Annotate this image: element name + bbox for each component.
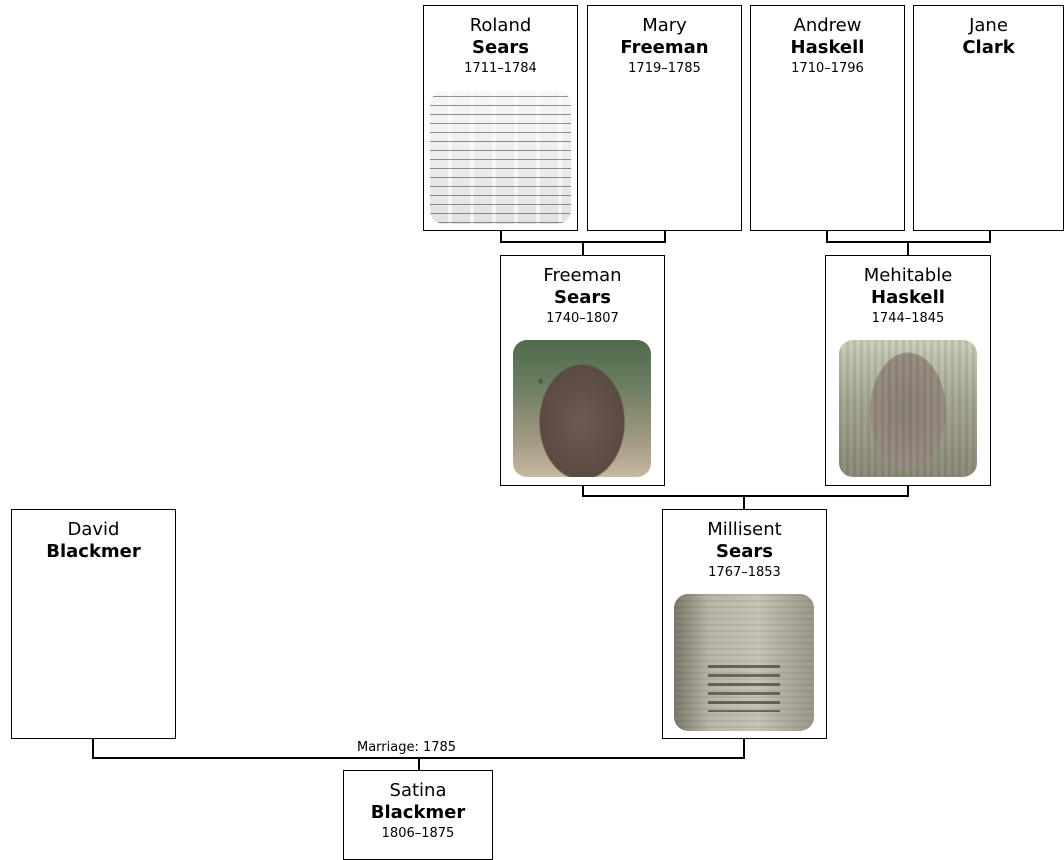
given-name: Jane xyxy=(969,15,1008,36)
person-card-jane-clark[interactable]: Jane Clark xyxy=(913,5,1064,231)
connector-line xyxy=(743,738,745,759)
person-card-roland-sears[interactable]: Roland Sears 1711–1784 xyxy=(423,5,578,231)
person-card-andrew-haskell[interactable]: Andrew Haskell 1710–1796 xyxy=(750,5,905,231)
life-dates: 1744–1845 xyxy=(871,311,945,326)
given-name: Mary xyxy=(642,15,687,36)
life-dates: 1711–1784 xyxy=(464,61,537,76)
surname: Sears xyxy=(554,287,611,308)
surname: Freeman xyxy=(620,37,709,58)
person-card-mehitable-haskell[interactable]: Mehitable Haskell 1744–1845 xyxy=(825,255,991,486)
surname: Blackmer xyxy=(370,802,466,823)
gravestone-photo[interactable] xyxy=(839,340,977,477)
given-name: Andrew xyxy=(793,15,862,36)
given-name: Freeman xyxy=(543,265,622,286)
surname: Sears xyxy=(716,541,773,562)
given-name: Millisent xyxy=(707,519,782,540)
gravestone-photo[interactable] xyxy=(513,340,651,477)
surname: Blackmer xyxy=(46,541,141,562)
connector-line xyxy=(582,495,909,497)
connector-line xyxy=(664,230,666,243)
given-name: Roland xyxy=(469,15,532,36)
person-card-satina-blackmer[interactable]: Satina Blackmer 1806–1875 xyxy=(343,770,493,860)
connector-line xyxy=(582,241,584,255)
person-card-mary-freeman[interactable]: Mary Freeman 1719–1785 xyxy=(587,5,742,231)
connector-line xyxy=(826,230,828,243)
life-dates: 1719–1785 xyxy=(628,61,701,76)
marriage-label: Marriage: 1785 xyxy=(355,740,459,755)
given-name: Mehitable xyxy=(863,265,953,286)
connector-line xyxy=(907,485,909,497)
life-dates: 1767–1853 xyxy=(708,565,781,580)
connector-line xyxy=(92,738,94,759)
surname: Haskell xyxy=(871,287,945,308)
life-dates: 1806–1875 xyxy=(381,826,455,841)
given-name: David xyxy=(67,519,120,540)
life-dates: 1710–1796 xyxy=(791,61,864,76)
surname: Haskell xyxy=(790,37,865,58)
surname: Clark xyxy=(962,37,1015,58)
gravestone-photo[interactable] xyxy=(674,594,814,731)
person-card-freeman-sears[interactable]: Freeman Sears 1740–1807 xyxy=(500,255,665,486)
document-photo[interactable] xyxy=(430,91,571,224)
connector-line xyxy=(418,757,420,770)
connector-line xyxy=(907,241,909,255)
connector-line xyxy=(989,230,991,243)
person-card-millisent-sears[interactable]: Millisent Sears 1767–1853 xyxy=(662,509,827,739)
connector-line xyxy=(582,485,584,497)
surname: Sears xyxy=(472,37,529,58)
life-dates: 1740–1807 xyxy=(546,311,619,326)
connector-line xyxy=(743,495,745,510)
given-name: Satina xyxy=(389,780,447,801)
person-card-david-blackmer[interactable]: David Blackmer xyxy=(11,509,176,739)
connector-line xyxy=(500,230,502,243)
